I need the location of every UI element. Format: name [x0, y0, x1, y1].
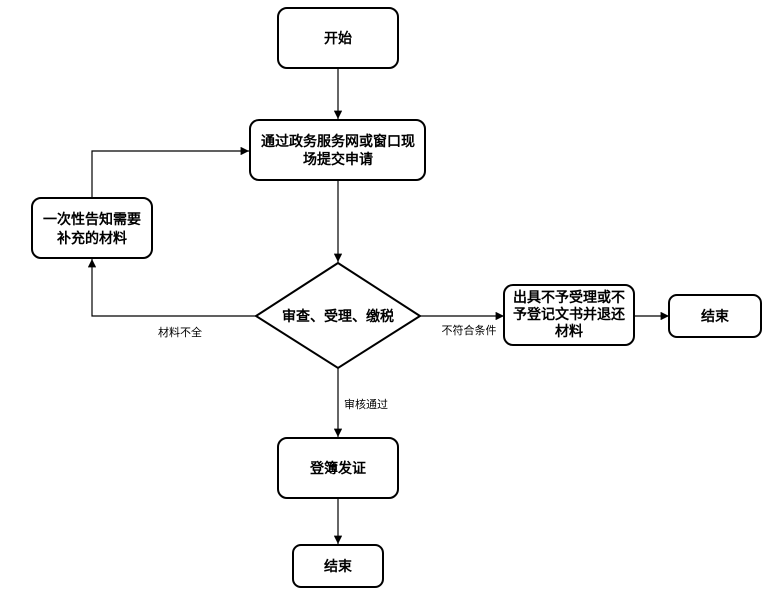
edge-review-to-notify — [87, 259, 256, 317]
submit-application-node: 通过政务服务网或窗口现 场提交申请 — [249, 119, 426, 181]
register-certificate-node: 登簿发证 — [277, 437, 399, 499]
svg-text:出具不予受理或不: 出具不予受理或不 — [513, 289, 625, 306]
svg-text:开始: 开始 — [324, 30, 352, 47]
review-decision-node: 审查、受理、缴税 — [254, 261, 422, 370]
start-node: 开始 — [277, 7, 399, 69]
end-node-bottom: 结束 — [292, 544, 384, 588]
svg-text:结束: 结束 — [324, 558, 353, 575]
notify-supplement-node: 一次性告知需要 补充的材料 — [31, 197, 153, 259]
end-node-right: 结束 — [668, 294, 762, 338]
edge-label-approved: 审核通过 — [344, 397, 388, 411]
reject-node: 出具不予受理或不 予登记文书并退还 材料 — [503, 284, 635, 346]
svg-text:通过政务服务网或窗口现: 通过政务服务网或窗口现 — [261, 133, 415, 150]
edge-label-incomplete: 材料不全 — [158, 325, 202, 339]
edge-notify-to-submit — [91, 146, 249, 198]
svg-text:补充的材料: 补充的材料 — [56, 230, 127, 247]
svg-text:审查、受理、缴税: 审查、受理、缴税 — [282, 308, 394, 325]
edge-label-not-qualified: 不符合条件 — [442, 323, 497, 337]
svg-text:予登记文书并退还: 予登记文书并退还 — [513, 306, 626, 323]
svg-text:材料: 材料 — [555, 323, 583, 340]
svg-text:场提交申请: 场提交申请 — [303, 151, 373, 168]
svg-text:结束: 结束 — [701, 308, 730, 325]
svg-text:一次性告知需要: 一次性告知需要 — [43, 211, 141, 228]
svg-text:登簿发证: 登簿发证 — [309, 460, 366, 477]
